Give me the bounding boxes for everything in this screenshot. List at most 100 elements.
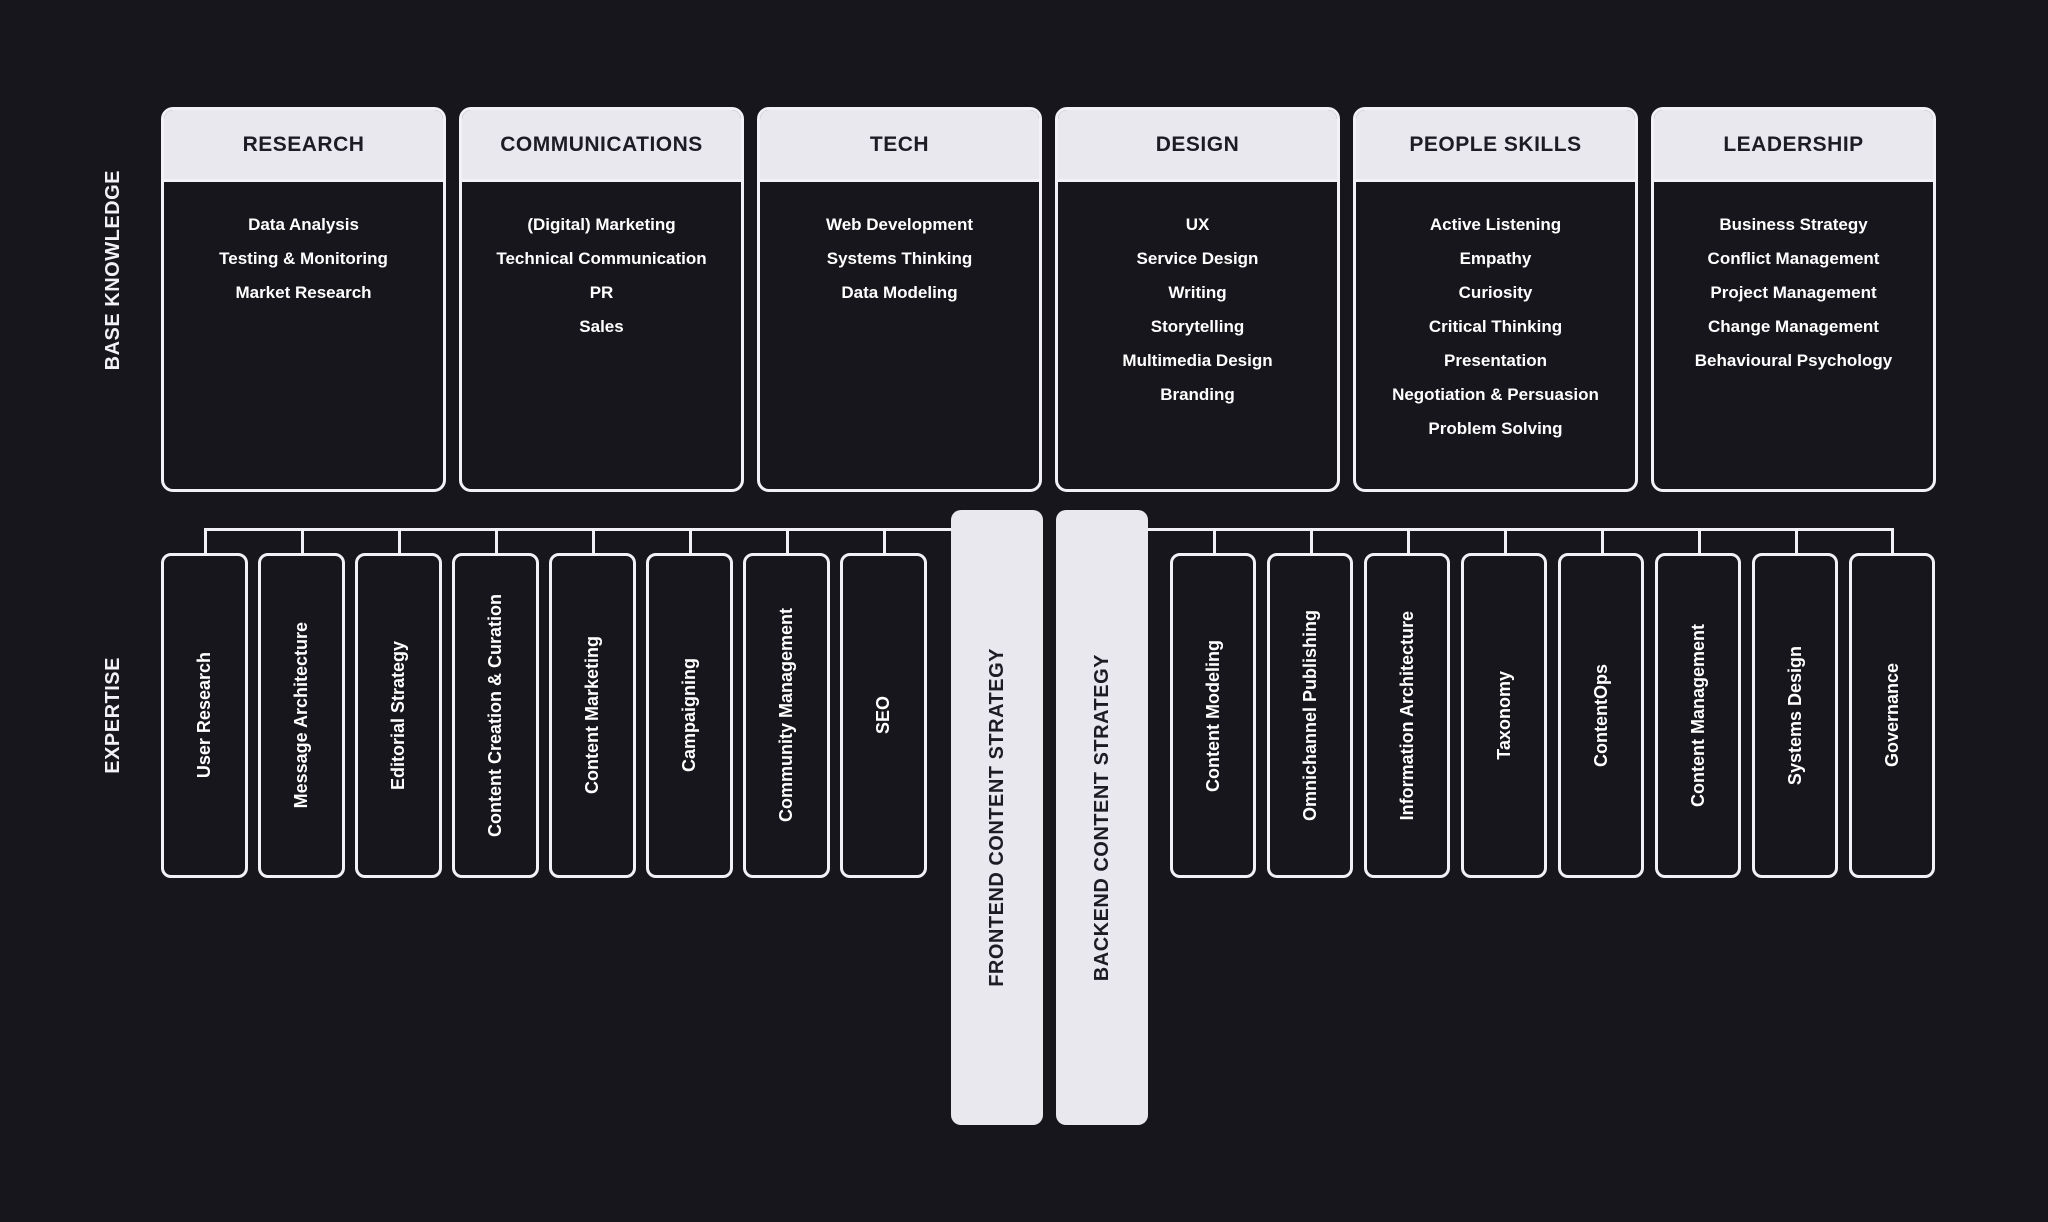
- skill-item: Behavioural Psychology: [1694, 351, 1893, 370]
- expertise-box-label: User Research: [194, 652, 214, 779]
- connector-stub: [1504, 528, 1507, 556]
- card-tech-items: Web Development Systems Thinking Data Mo…: [760, 182, 1039, 310]
- expertise-box-label: Omnichannel Publishing: [1299, 609, 1320, 822]
- connector-stub: [1310, 528, 1313, 556]
- skill-item: Service Design: [1136, 249, 1259, 268]
- card-people-skills-title: PEOPLE SKILLS: [1356, 110, 1635, 182]
- connector-stub: [1698, 528, 1701, 556]
- row-label-expertise: EXPERTISE: [93, 535, 133, 895]
- connector-stub: [398, 528, 401, 556]
- card-tech: TECH Web Development Systems Thinking Da…: [757, 107, 1042, 492]
- connector-stub: [786, 528, 789, 556]
- connector-bus-left: [204, 528, 951, 531]
- backend-skill-group: Content Modeling Omnichannel Publishing …: [1170, 553, 1935, 878]
- expertise-box-seo: SEO: [840, 553, 927, 878]
- skill-item: Active Listening: [1429, 215, 1562, 234]
- connector-stub: [689, 528, 692, 556]
- skill-item: Project Management: [1710, 283, 1877, 302]
- skill-item: Business Strategy: [1719, 215, 1868, 234]
- skill-item: UX: [1185, 215, 1210, 234]
- skill-item: Web Development: [825, 215, 974, 234]
- expertise-box-community-management: Community Management: [743, 553, 830, 878]
- skill-item: Testing & Monitoring: [219, 249, 388, 268]
- card-design-items: UX Service Design Writing Storytelling M…: [1058, 182, 1337, 412]
- expertise-box-label: Content Modeling: [1202, 639, 1223, 792]
- card-design-title: DESIGN: [1058, 110, 1337, 182]
- skill-item: Data Modeling: [841, 283, 958, 302]
- card-leadership: LEADERSHIP Business Strategy Conflict Ma…: [1651, 107, 1936, 492]
- skill-item: Storytelling: [1150, 317, 1245, 336]
- connector-stub: [495, 528, 498, 556]
- card-communications-items: (Digital) Marketing Technical Communicat…: [462, 182, 741, 344]
- skill-item: Critical Thinking: [1428, 317, 1563, 336]
- skill-item: PR: [589, 283, 614, 302]
- expertise-box-systems-design: Systems Design: [1752, 553, 1838, 878]
- connector-bus-right: [1147, 528, 1894, 531]
- expertise-box-label: Message Architecture: [291, 622, 311, 809]
- frontend-skill-group: User Research Message Architecture Edito…: [161, 553, 927, 878]
- expertise-box-label: Information Architecture: [1396, 610, 1417, 821]
- skill-item: Presentation: [1444, 351, 1547, 370]
- connector-stub: [1795, 528, 1798, 556]
- connector-stub: [1601, 528, 1604, 556]
- expertise-box-user-research: User Research: [161, 553, 248, 878]
- expertise-box-message-architecture: Message Architecture: [258, 553, 345, 878]
- expertise-box-label: Community Management: [776, 608, 796, 823]
- connector-stub: [1891, 528, 1894, 556]
- skill-item: Curiosity: [1458, 283, 1533, 302]
- skill-item: Technical Communication: [496, 249, 707, 268]
- expertise-box-label: Content Marketing: [582, 636, 602, 795]
- expertise-box-label: Systems Design: [1784, 645, 1805, 786]
- skill-item: Branding: [1160, 385, 1235, 404]
- connector-stub: [883, 528, 886, 556]
- skill-item: (Digital) Marketing: [527, 215, 676, 234]
- card-research-title: RESEARCH: [164, 110, 443, 182]
- card-research: RESEARCH Data Analysis Testing & Monitor…: [161, 107, 446, 492]
- skill-item: Writing: [1168, 283, 1227, 302]
- expertise-box-label: ContentOps: [1590, 664, 1611, 767]
- expertise-box-content-management: Content Management: [1655, 553, 1741, 878]
- skill-item: Negotiation & Persuasion: [1392, 385, 1599, 404]
- pillar-backend-content-strategy: BACKEND CONTENT STRATEGY: [1056, 510, 1148, 1125]
- expertise-box-label: SEO: [873, 696, 893, 735]
- pillar-frontend-content-strategy: FRONTEND CONTENT STRATEGY: [951, 510, 1043, 1125]
- connector-stub: [1213, 528, 1216, 556]
- expertise-box-editorial-strategy: Editorial Strategy: [355, 553, 442, 878]
- connector-stub: [1407, 528, 1410, 556]
- expertise-box-taxonomy: Taxonomy: [1461, 553, 1547, 878]
- skill-item: Sales: [579, 317, 624, 336]
- base-knowledge-row: RESEARCH Data Analysis Testing & Monitor…: [161, 107, 1936, 492]
- expertise-box-label: Editorial Strategy: [388, 640, 408, 791]
- expertise-box-label: Campaigning: [679, 658, 699, 773]
- skill-item: Problem Solving: [1428, 419, 1563, 438]
- expertise-box-omnichannel-publishing: Omnichannel Publishing: [1267, 553, 1353, 878]
- expertise-box-label: Governance: [1881, 663, 1902, 768]
- pillar-label: FRONTEND CONTENT STRATEGY: [985, 648, 1008, 987]
- skill-item: Systems Thinking: [826, 249, 973, 268]
- card-people-skills-items: Active Listening Empathy Curiosity Criti…: [1356, 182, 1635, 446]
- expertise-box-label: Content Management: [1687, 623, 1708, 807]
- card-leadership-title: LEADERSHIP: [1654, 110, 1933, 182]
- expertise-box-label: Content Creation & Curation: [485, 594, 505, 837]
- expertise-box-label: Taxonomy: [1493, 671, 1514, 760]
- card-people-skills: PEOPLE SKILLS Active Listening Empathy C…: [1353, 107, 1638, 492]
- card-leadership-items: Business Strategy Conflict Management Pr…: [1654, 182, 1933, 378]
- card-communications: COMMUNICATIONS (Digital) Marketing Techn…: [459, 107, 744, 492]
- expertise-box-content-creation-curation: Content Creation & Curation: [452, 553, 539, 878]
- row-label-expertise-text: EXPERTISE: [101, 656, 124, 774]
- expertise-box-content-marketing: Content Marketing: [549, 553, 636, 878]
- skill-item: Empathy: [1459, 249, 1532, 268]
- skill-item: Data Analysis: [248, 215, 359, 234]
- skill-item: Multimedia Design: [1122, 351, 1273, 370]
- skill-item: Market Research: [235, 283, 372, 302]
- connector-stub: [301, 528, 304, 556]
- skill-item: Conflict Management: [1707, 249, 1880, 268]
- connector-stub: [592, 528, 595, 556]
- connector-stub: [204, 528, 207, 556]
- expertise-box-governance: Governance: [1849, 553, 1935, 878]
- card-communications-title: COMMUNICATIONS: [462, 110, 741, 182]
- card-research-items: Data Analysis Testing & Monitoring Marke…: [164, 182, 443, 310]
- pillar-label: BACKEND CONTENT STRATEGY: [1090, 653, 1113, 982]
- card-tech-title: TECH: [760, 110, 1039, 182]
